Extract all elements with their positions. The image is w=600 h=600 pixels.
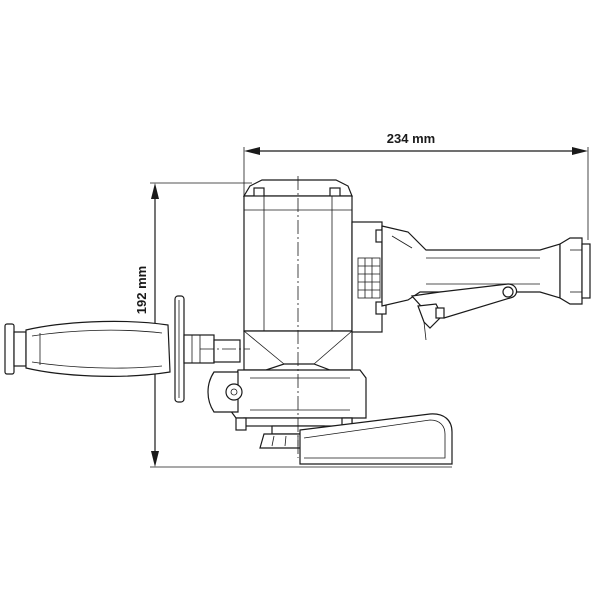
motor-housing [242, 179, 353, 371]
gear-head [207, 369, 367, 431]
height-arrow-top [151, 183, 159, 199]
exhaust-grid [357, 257, 381, 299]
handle-end-collar [13, 331, 27, 367]
lever-pivot [502, 286, 514, 298]
handle-guard-disc [174, 295, 185, 403]
throttle-lever [410, 283, 518, 341]
wheel-guard [299, 413, 453, 468]
width-arrow-left [244, 147, 260, 155]
width-label: 234 mm [387, 131, 435, 146]
height-dimension: 192 mm [134, 182, 300, 468]
side-handle [4, 295, 241, 403]
handle-grip [25, 320, 171, 377]
rear-handle [381, 225, 591, 307]
valve-bolt-bottom [375, 301, 387, 315]
handle-threaded-boss [213, 339, 241, 363]
width-dimension: 234 mm [243, 131, 589, 240]
air-inlet-fitting [559, 237, 583, 305]
flange-bolt-left [235, 417, 247, 431]
height-label: 192 mm [134, 266, 149, 314]
wheel-guard-body [299, 413, 453, 465]
lever-stop [435, 307, 445, 319]
width-arrow-right [572, 147, 588, 155]
air-inlet-nut [581, 243, 591, 299]
valve-block [351, 221, 387, 333]
height-arrow-bottom [151, 451, 159, 467]
gear-head-screw [225, 383, 243, 401]
gear-head-side-boss [207, 371, 239, 413]
handle-end-cap [4, 323, 15, 375]
